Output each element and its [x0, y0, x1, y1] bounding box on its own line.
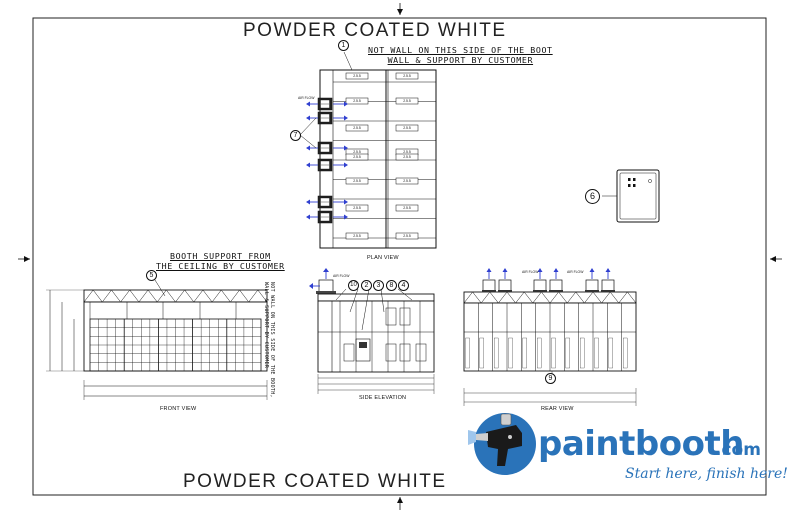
rear-exhaust-fan — [498, 268, 512, 293]
exhaust-fan — [306, 111, 348, 125]
filter-label: 2.5.5 — [403, 99, 411, 103]
callout-10: 10 — [348, 280, 359, 291]
rear-exhaust-fan — [549, 268, 563, 293]
front-door-grid — [89, 302, 261, 371]
filter-box — [395, 97, 419, 105]
filter-box — [345, 177, 369, 185]
callout-1: 1 — [338, 40, 349, 51]
wall-note-line-1: NOT WALL ON THIS SIDE OF THE BOOT — [368, 45, 553, 55]
paintbooth-logo — [468, 413, 536, 475]
rear-exhaust-fan — [482, 268, 496, 293]
brand-tagline: Start here, finish here! — [625, 466, 788, 482]
filter-box — [345, 72, 369, 80]
callout-8: 7 — [290, 130, 301, 141]
air-flow-label-plan: AIR FLOW — [298, 96, 315, 100]
rear-exhaust-fan — [601, 268, 615, 293]
filter-label: 2.5.5 — [403, 126, 411, 130]
filter-box — [395, 124, 419, 132]
filter-box — [345, 204, 369, 212]
rear-view — [463, 268, 637, 406]
side-elevation — [309, 268, 435, 394]
filter-label: 2.5.5 — [353, 234, 361, 238]
filter-box — [395, 153, 419, 161]
air-flow-label-side: AIR FLOW — [333, 274, 350, 278]
front-view-label: FRONT VIEW — [160, 406, 197, 412]
sheet-border — [32, 17, 767, 496]
callout-9: 9 — [545, 373, 556, 384]
support-note-line-1: BOOTH SUPPORT FROM — [169, 251, 271, 261]
exhaust-fan — [306, 195, 348, 209]
callout-8-leaders — [299, 117, 317, 149]
rear-exhaust-fan — [533, 268, 547, 293]
filter-label: 2.5.5 — [403, 74, 411, 78]
filter-box — [345, 153, 369, 161]
filter-box — [395, 232, 419, 240]
filter-label: 2.5.5 — [353, 179, 361, 183]
callout-5: 5 — [146, 270, 157, 281]
wall-note-line-2: WALL & SUPPORT BY CUSTOMER — [387, 55, 534, 65]
filter-label: 2.5.5 — [403, 179, 411, 183]
callout-4: 4 — [398, 280, 409, 291]
filter-label: 2.5.5 — [403, 150, 411, 154]
title-bottom: POWDER COATED WHITE — [183, 471, 447, 492]
exhaust-fan — [306, 97, 348, 111]
control-panel — [602, 169, 660, 223]
plan-rows — [333, 72, 436, 240]
exhaust-fan — [306, 141, 348, 155]
rear-fans — [482, 268, 615, 293]
callout-3: 3 — [373, 280, 384, 291]
exhaust-fan — [306, 210, 348, 224]
side-view-label: SIDE ELEVATION — [359, 395, 407, 401]
filter-box — [395, 177, 419, 185]
rear-view-label: REAR VIEW — [541, 406, 574, 412]
filter-label: 2.5.5 — [403, 155, 411, 159]
callout-7: 8 — [386, 280, 397, 291]
filter-box — [345, 232, 369, 240]
filter-label: 2.5.5 — [353, 74, 361, 78]
plan-fans — [306, 97, 348, 224]
filter-label: 2.5.5 — [353, 99, 361, 103]
air-flow-label-rear-2: AIR FLOW — [567, 270, 584, 274]
filter-label: 2.5.5 — [353, 150, 361, 154]
brand-wordmark: paintbooth — [538, 424, 744, 464]
filter-box — [395, 72, 419, 80]
filter-box — [345, 97, 369, 105]
filter-label: 2.5.5 — [353, 126, 361, 130]
filter-box — [395, 204, 419, 212]
side-vertical-note: NOT WALL ON THIS SIDE OF THE BOOTH, WALL… — [263, 282, 275, 398]
callout-5-leader — [154, 279, 166, 297]
exhaust-fan — [306, 158, 348, 172]
callout-2: 2 — [361, 280, 372, 291]
callout-1-leader — [343, 51, 353, 71]
wall-note: NOT WALL ON THIS SIDE OF THE BOOT WALL &… — [368, 45, 553, 65]
rear-exhaust-fan — [585, 268, 599, 293]
filter-label: 2.5.5 — [353, 155, 361, 159]
brand-tld: .com — [715, 440, 761, 460]
filter-label: 2.5.5 — [403, 206, 411, 210]
support-note: BOOTH SUPPORT FROM THE CEILING BY CUSTOM… — [156, 251, 285, 271]
side-vertical-note-line-1: NOT WALL ON THIS SIDE OF THE BOOTH, — [269, 282, 275, 398]
filter-label: 2.5.5 — [353, 206, 361, 210]
callout-6: 6 — [585, 189, 600, 204]
plan-view — [306, 69, 437, 249]
support-note-line-2: THE CEILING BY CUSTOMER — [156, 261, 285, 271]
front-view — [46, 289, 268, 400]
rear-panels — [465, 303, 628, 371]
filter-box — [345, 124, 369, 132]
filter-label: 2.5.5 — [403, 234, 411, 238]
air-flow-label-rear-1: AIR FLOW — [522, 270, 539, 274]
plan-view-label: PLAN VIEW — [367, 255, 399, 261]
title-top: POWDER COATED WHITE — [243, 20, 507, 41]
